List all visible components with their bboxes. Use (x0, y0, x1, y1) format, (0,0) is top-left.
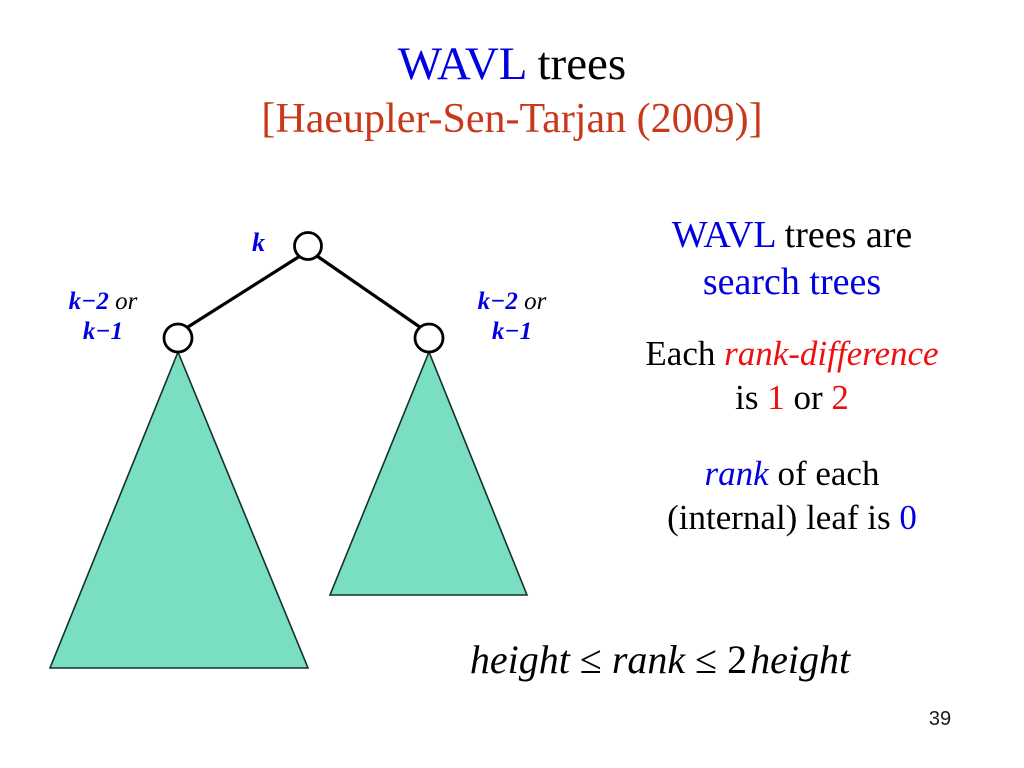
value-one: 1 (767, 378, 785, 417)
statement-leaf-rank: rank of each (internal) leaf is 0 (560, 452, 1024, 540)
internal-leaf-is-words: (internal) leaf is (667, 498, 900, 537)
statement-rank-difference-line1: Each rank-difference (560, 332, 1024, 376)
left-child-rank-label: k−2 or k−1 (48, 287, 158, 347)
statement-search-trees: WAVL trees are search trees (560, 212, 1024, 306)
right-rank-k-minus-1: k−1 (491, 318, 533, 345)
is-word: is (735, 378, 768, 417)
page-title: WAVL trees (0, 36, 1024, 92)
formula-term-rank: rank (611, 637, 686, 682)
title-wavl-word: WAVL (397, 38, 526, 90)
formula-term-height-right: height (750, 637, 851, 682)
statement-leaf-rank-line1: rank of each (560, 452, 1024, 496)
left-child-node-circle (162, 322, 194, 354)
title-block: WAVL trees [Haeupler-Sen-Tarjan (2009)] (0, 36, 1024, 144)
height-rank-inequality: height≤rank≤2height (330, 636, 990, 683)
left-rank-k-minus-2: k−2 (68, 288, 109, 315)
edge-root-to-right-child (316, 254, 428, 334)
edge-root-to-left-child (179, 254, 301, 334)
formula-term-height-left: height (469, 637, 570, 682)
statement-rank-difference-line2: is 1 or 2 (560, 376, 1024, 420)
statement-search-trees-line1: WAVL trees are (560, 212, 1024, 259)
statement-leaf-rank-line2: (internal) leaf is 0 (560, 496, 1024, 540)
root-rank-label: k (252, 228, 265, 257)
formula-leq-2: ≤ (695, 637, 718, 682)
left-rank-k-minus-1: k−1 (82, 318, 124, 345)
tree-graphic (48, 231, 529, 669)
statement-rank-difference: Each rank-difference is 1 or 2 (560, 332, 1024, 420)
left-rank-or-word: or (108, 288, 138, 315)
rank-difference-term: rank-difference (724, 334, 939, 373)
trees-are-words: trees are (775, 214, 913, 256)
right-rank-or-word: or (517, 288, 547, 315)
page-number: 39 (928, 708, 952, 730)
wavl-tree-diagram (0, 200, 600, 700)
formula-coefficient-two: 2 (727, 637, 748, 682)
wavl-word: WAVL (671, 214, 776, 256)
right-child-node-circle (413, 322, 445, 354)
title-trees-word: trees (525, 38, 627, 90)
root-node-circle (293, 231, 323, 261)
right-text-column: WAVL trees are search trees Each rank-di… (560, 212, 1024, 540)
title-citation: [Haeupler-Sen-Tarjan (2009)] (261, 96, 763, 142)
statement-search-trees-line2: search trees (702, 261, 882, 303)
rank-term: rank (704, 454, 769, 493)
right-subtree-triangle (328, 349, 529, 596)
each-word: Each (645, 334, 725, 373)
right-child-rank-label: k−2 or k−1 (457, 287, 567, 347)
formula-leq-1: ≤ (579, 637, 602, 682)
or-word-text: or (784, 378, 832, 417)
of-each-words: of each (768, 454, 880, 493)
left-subtree-triangle (48, 349, 310, 669)
right-rank-k-minus-2: k−2 (477, 288, 518, 315)
value-zero: 0 (899, 498, 917, 537)
value-two: 2 (831, 378, 849, 417)
